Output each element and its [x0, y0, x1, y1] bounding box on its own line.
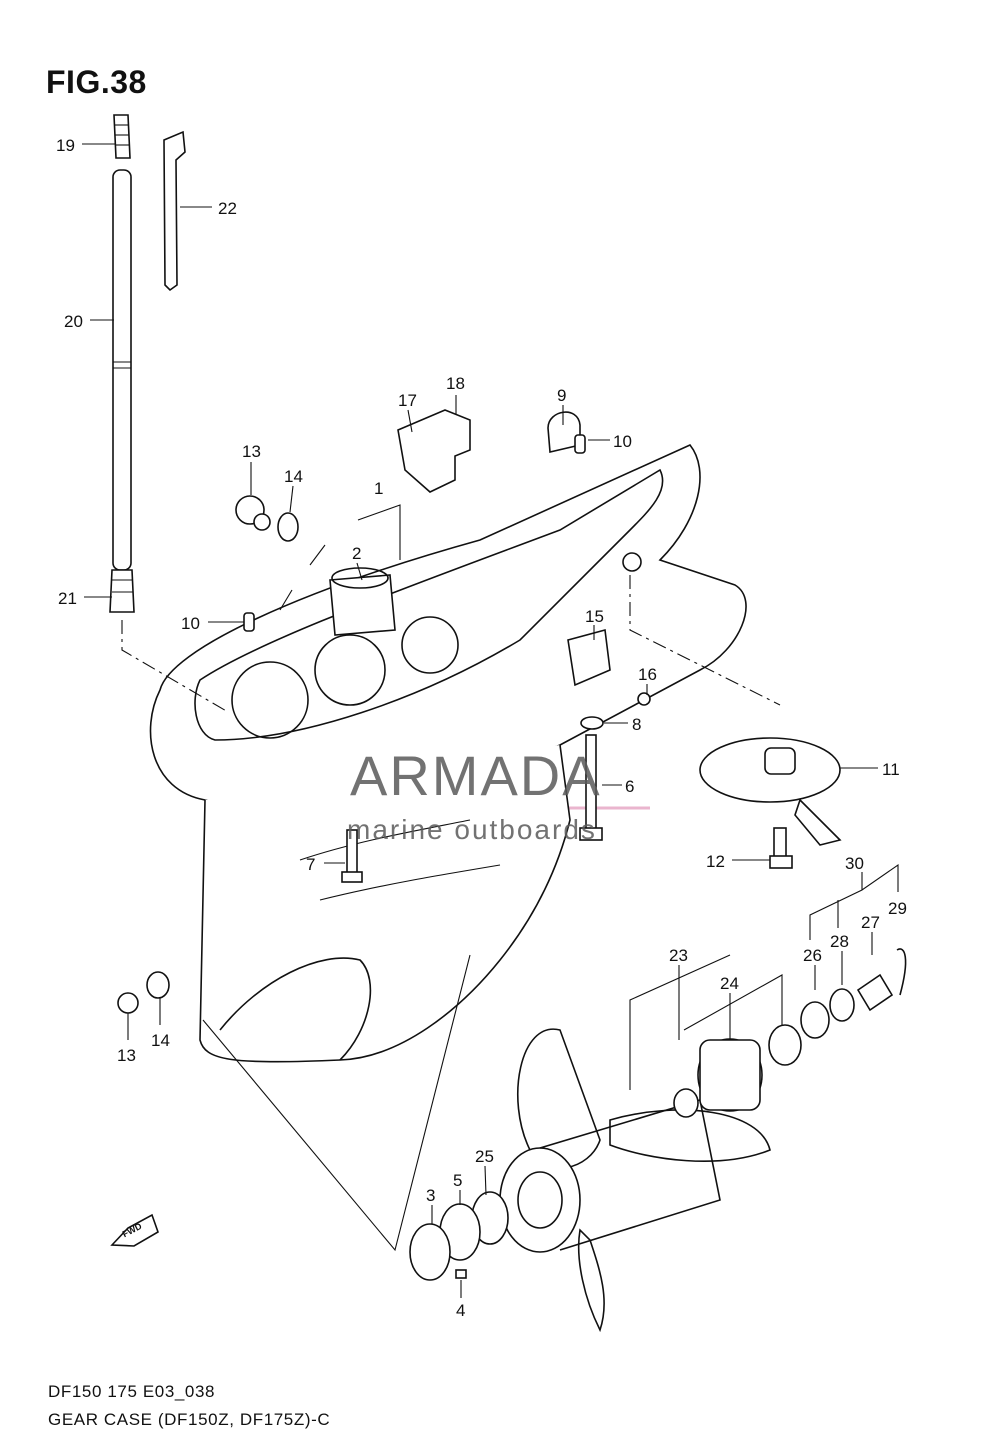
callout-c4: 4 [456, 1301, 466, 1320]
figure-title: FIG.38 [46, 64, 147, 100]
watermark-tagline: marine outboards [347, 814, 597, 845]
callout-c11: 11 [882, 760, 900, 779]
callout-c30: 30 [845, 854, 864, 873]
gear-case-housing [149, 444, 747, 1063]
water-pump-guides [243, 409, 586, 632]
callout-c24: 24 [720, 974, 739, 993]
drawing-code: DF150 175 E03_038 [48, 1382, 216, 1401]
watermark-brand: ARMADA [350, 744, 602, 807]
diagram-caption: GEAR CASE (DF150Z, DF175Z)-C [48, 1410, 331, 1429]
leader-lines [82, 143, 899, 1298]
callout-c1: 1 [374, 479, 384, 498]
callout-c7: 7 [306, 855, 316, 874]
callout-c16: 16 [638, 665, 657, 684]
callout-c5: 5 [453, 1171, 463, 1190]
drive-shaft [109, 114, 135, 613]
callout-c19: 19 [56, 136, 75, 155]
callout-c21: 21 [58, 589, 77, 608]
callout-c14a: 14 [284, 467, 303, 486]
reference-lines [121, 544, 781, 1252]
callout-c23: 23 [669, 946, 688, 965]
callout-c15: 15 [585, 607, 604, 626]
bolts-and-washers [117, 628, 793, 1014]
callout-c3: 3 [426, 1186, 436, 1205]
callout-c10a: 10 [613, 432, 632, 451]
trim-tab-anode [699, 737, 842, 846]
callout-c20: 20 [64, 312, 83, 331]
callout-c28: 28 [830, 932, 849, 951]
callout-c13b: 13 [117, 1046, 136, 1065]
forward-direction-arrow [110, 1213, 159, 1247]
callout-c2: 2 [352, 544, 362, 563]
callout-c17: 17 [398, 391, 417, 410]
callout-c14b: 14 [151, 1031, 170, 1050]
propeller-assembly [409, 948, 907, 1333]
callout-c27: 27 [861, 913, 880, 932]
callout-c18: 18 [446, 374, 465, 393]
callout-c22: 22 [218, 199, 237, 218]
callout-c8: 8 [632, 715, 642, 734]
callout-c10b: 10 [181, 614, 200, 633]
callout-c26: 26 [803, 946, 822, 965]
callout-c29: 29 [888, 899, 907, 918]
callout-c9: 9 [557, 386, 567, 405]
callout-c13a: 13 [242, 442, 261, 461]
drain-plug-upper [235, 495, 299, 542]
callout-c12: 12 [706, 852, 725, 871]
tie-strap [163, 130, 186, 292]
callout-c25: 25 [475, 1147, 494, 1166]
callout-c6: 6 [625, 777, 635, 796]
